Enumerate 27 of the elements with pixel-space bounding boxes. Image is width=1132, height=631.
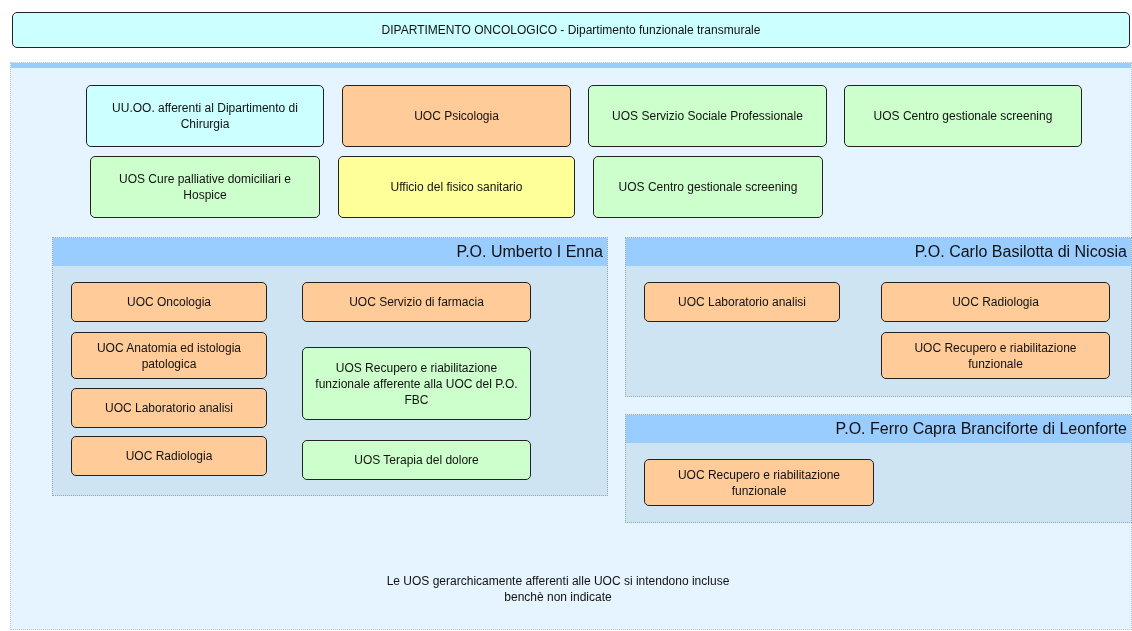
group-header: P.O. Umberto I Enna — [53, 238, 607, 266]
department-panel — [10, 62, 1132, 630]
hospital-group-panel — [625, 414, 1132, 523]
unit-box: UU.OO. afferenti al Dipartimento di Chirurgia — [86, 85, 324, 147]
title-box: DIPARTIMENTO ONCOLOGICO - Dipartimento funzionale transmurale — [12, 12, 1130, 48]
unit-box: UOC Radiologia — [881, 282, 1110, 322]
unit-box: UOS Servizio Sociale Professionale — [588, 85, 827, 147]
unit-box: Ufficio del fisico sanitario — [338, 156, 575, 218]
unit-box: UOS Centro gestionale screening — [593, 156, 823, 218]
unit-box: UOC Anatomia ed istologia patologica — [71, 332, 267, 379]
unit-box: UOC Recupero e riabilitazione funzionale — [881, 332, 1110, 379]
unit-box: UOC Laboratorio analisi — [71, 388, 267, 428]
unit-box: UOC Radiologia — [71, 436, 267, 476]
unit-box: UOS Terapia del dolore — [302, 440, 531, 480]
group-header: P.O. Ferro Capra Branciforte di Leonforte — [626, 415, 1131, 443]
unit-box: UOC Psicologia — [342, 85, 571, 147]
unit-box: UOC Oncologia — [71, 282, 267, 322]
unit-box: UOS Recupero e riabilitazione funzionale afferente alla UOC del P.O. FBC — [302, 347, 531, 420]
unit-box: UOS Cure palliative domiciliari e Hospice — [90, 156, 320, 218]
hospital-group-panel — [625, 237, 1132, 397]
group-header: P.O. Carlo Basilotta di Nicosia — [626, 238, 1131, 266]
unit-box: UOC Recupero e riabilitazione funzionale — [644, 459, 874, 506]
unit-box: UOC Laboratorio analisi — [644, 282, 840, 322]
unit-box: UOS Centro gestionale screening — [844, 85, 1082, 147]
unit-box: UOC Servizio di farmacia — [302, 282, 531, 322]
hospital-group-panel — [52, 237, 608, 496]
footnote: Le UOS gerarchicamente afferenti alle UOC si intendono incluse benchè non indicate — [385, 573, 731, 605]
